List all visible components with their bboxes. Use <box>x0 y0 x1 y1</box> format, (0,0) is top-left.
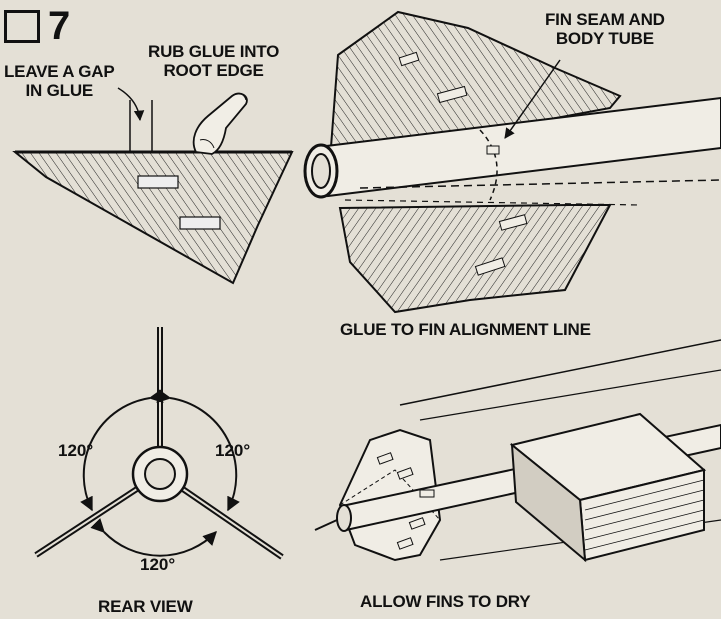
fin-glue-panel <box>12 87 294 285</box>
angle-arc-right <box>156 389 240 512</box>
grain-stamp <box>179 216 221 230</box>
book-weight-icon <box>509 412 707 563</box>
seam-pointer <box>504 59 561 139</box>
finger-icon <box>192 92 248 155</box>
rear-view-panel <box>34 327 284 560</box>
angle-left-label: 120° <box>58 441 94 460</box>
rub-glue-label: RUB GLUE INTO ROOT EDGE <box>148 42 280 80</box>
grain-stamp <box>137 175 179 189</box>
angle-arc-left <box>80 389 164 512</box>
gap-pointer-arrow <box>117 87 145 122</box>
fin-seam-label: FIN SEAM AND BODY TUBE <box>545 10 665 48</box>
rear-tube-inner <box>144 458 176 490</box>
rear-view-label: REAR VIEW <box>98 597 193 616</box>
fin-seam-arc <box>479 129 498 201</box>
step-checkbox <box>4 10 40 43</box>
fin-tube-panel <box>303 10 721 314</box>
fin-shape <box>12 151 294 285</box>
lower-fin <box>338 204 612 314</box>
alignment-line <box>359 179 721 189</box>
angle-arc-bottom <box>90 518 217 557</box>
angle-bottom-label: 120° <box>140 555 176 574</box>
step-number: 7 <box>48 4 71 48</box>
drying-panel <box>314 339 721 563</box>
angle-right-label: 120° <box>215 441 251 460</box>
glue-to-line-label: GLUE TO FIN ALIGNMENT LINE <box>340 320 591 339</box>
allow-dry-label: ALLOW FINS TO DRY <box>360 592 531 611</box>
leave-gap-label: LEAVE A GAP IN GLUE <box>4 62 115 100</box>
